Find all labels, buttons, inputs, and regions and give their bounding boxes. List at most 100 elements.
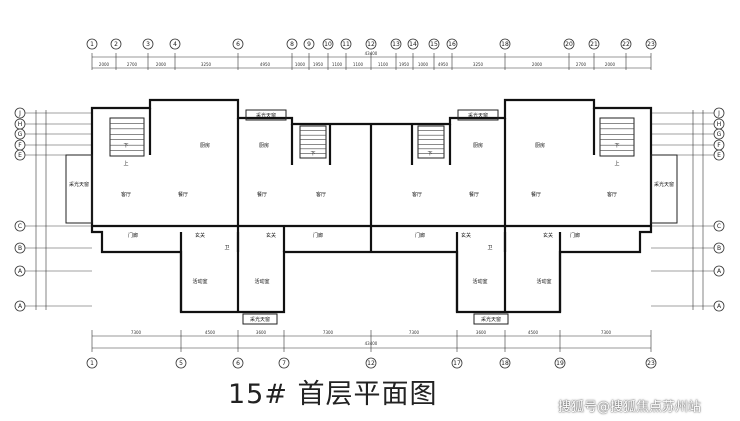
dimension-label-bottom: 4500 xyxy=(528,330,539,335)
axis-label-left: F xyxy=(18,142,22,149)
dimension-label-bottom: 7300 xyxy=(323,330,334,335)
room-label: 餐厅 xyxy=(257,191,267,198)
dimension-label-top: 1950 xyxy=(399,62,410,67)
axis-bubble-top xyxy=(286,38,298,50)
dimension-label-top: 1000 xyxy=(295,62,306,67)
axis-bubble-bottom xyxy=(645,357,657,369)
axis-label-top: 4 xyxy=(173,41,177,48)
axis-bubble-top xyxy=(322,38,334,50)
axis-label-top: 13 xyxy=(392,41,400,48)
axis-label-top: 16 xyxy=(448,41,456,48)
axis-label-left: J xyxy=(18,110,21,117)
room-label: 采光天窗 xyxy=(256,112,276,119)
axis-bubble-bottom xyxy=(554,357,566,369)
room-label: 活动室 xyxy=(192,278,207,285)
room-label: 上 xyxy=(614,160,619,167)
axis-bubble-top xyxy=(303,38,315,50)
room-label: 卫 xyxy=(487,245,492,251)
dimension-label-top: 1100 xyxy=(332,62,343,67)
room-label: 客厅 xyxy=(607,191,617,198)
axis-label-top: 15 xyxy=(430,41,438,48)
axis-label-right: A xyxy=(717,268,722,275)
room-label: 采光天窗 xyxy=(481,316,501,323)
axis-bubble-top xyxy=(232,38,244,50)
axis-bubble-top xyxy=(390,38,402,50)
dimension-label-top: 2700 xyxy=(127,62,138,67)
room-label: 客厅 xyxy=(412,191,422,198)
axis-label-left: E xyxy=(18,152,22,159)
room-label: 门廊 xyxy=(415,232,425,239)
axis-bubble-top xyxy=(365,38,377,50)
staircase-right xyxy=(599,117,635,157)
axis-label-top: 6 xyxy=(236,41,240,48)
axis-bubble-bottom xyxy=(451,357,463,369)
axis-label-right: J xyxy=(717,110,720,117)
axis-label-bottom: 7 xyxy=(282,360,286,367)
room-label: 门廊 xyxy=(570,232,580,239)
axis-label-left: A xyxy=(18,303,23,310)
axis-bubble-bottom xyxy=(232,357,244,369)
room-label: 餐厅 xyxy=(178,191,188,198)
dimension-label-top: 2000 xyxy=(156,62,167,67)
dimension-label-top: 3250 xyxy=(473,62,484,67)
room-label: 餐厅 xyxy=(531,191,541,198)
room-label: 上 xyxy=(123,160,128,167)
skylight-top-left xyxy=(245,109,287,121)
dimension-label-bottom: 3600 xyxy=(476,330,487,335)
axis-bubble-top xyxy=(446,38,458,50)
room-label: 采光天窗 xyxy=(468,112,488,119)
dimension-label-top: 4950 xyxy=(260,62,271,67)
overall-dimension-top: 43400 xyxy=(365,51,378,56)
axis-label-bottom: 19 xyxy=(556,360,564,367)
watermark: 搜狐号@搜狐焦点苏州站 xyxy=(558,400,702,415)
room-label: 下 xyxy=(310,151,315,157)
axis-bubble-top xyxy=(588,38,600,50)
axis-label-right: H xyxy=(717,121,722,128)
room-label: 下 xyxy=(427,151,432,157)
dimension-label-bottom: 3600 xyxy=(256,330,267,335)
axis-bubble-top xyxy=(620,38,632,50)
skylight-bottom-right xyxy=(473,313,509,325)
axis-label-left: C xyxy=(18,223,22,230)
axis-label-top: 20 xyxy=(565,41,573,48)
dimension-label-top: 2000 xyxy=(605,62,616,67)
axis-bubble-top xyxy=(645,38,657,50)
dimension-label-bottom: 4500 xyxy=(205,330,216,335)
axis-label-top: 21 xyxy=(590,41,598,48)
room-label: 玄关 xyxy=(461,232,471,239)
axis-bubble-bottom xyxy=(365,357,377,369)
axis-label-left: A xyxy=(18,268,23,275)
axis-bubble-top xyxy=(169,38,181,50)
axis-bubble-top xyxy=(428,38,440,50)
room-label: 厨房 xyxy=(535,142,545,149)
axis-bubble-top xyxy=(86,38,98,50)
axis-bubble-bottom xyxy=(86,357,98,369)
axis-label-bottom: 12 xyxy=(367,360,375,367)
axis-bubble-top xyxy=(142,38,154,50)
room-label: 活动室 xyxy=(254,278,269,285)
room-label: 玄关 xyxy=(195,232,205,239)
room-label: 活动室 xyxy=(472,278,487,285)
axis-label-right: F xyxy=(717,142,721,149)
room-label: 厨房 xyxy=(259,142,269,149)
dimension-label-top: 1100 xyxy=(378,62,389,67)
plan-caption: 15# 首层平面图 xyxy=(228,379,438,410)
room-label: 玄关 xyxy=(543,232,553,239)
axis-label-right: A xyxy=(717,303,722,310)
axis-label-top: 1 xyxy=(90,41,94,48)
axis-label-top: 11 xyxy=(342,41,350,48)
axis-label-bottom: 5 xyxy=(179,360,183,367)
axis-bubble-top xyxy=(110,38,122,50)
dimension-label-top: 2000 xyxy=(532,62,543,67)
axis-label-left: H xyxy=(18,121,23,128)
room-label: 下 xyxy=(614,143,619,149)
axis-bubble-bottom xyxy=(175,357,187,369)
axis-label-top: 10 xyxy=(324,41,332,48)
axis-label-top: 3 xyxy=(146,41,150,48)
axis-label-top: 2 xyxy=(114,41,118,48)
staircase-center-right xyxy=(417,125,445,159)
axis-label-top: 14 xyxy=(409,41,417,48)
dimension-label-top: 3250 xyxy=(201,62,212,67)
axis-label-top: 18 xyxy=(501,41,509,48)
